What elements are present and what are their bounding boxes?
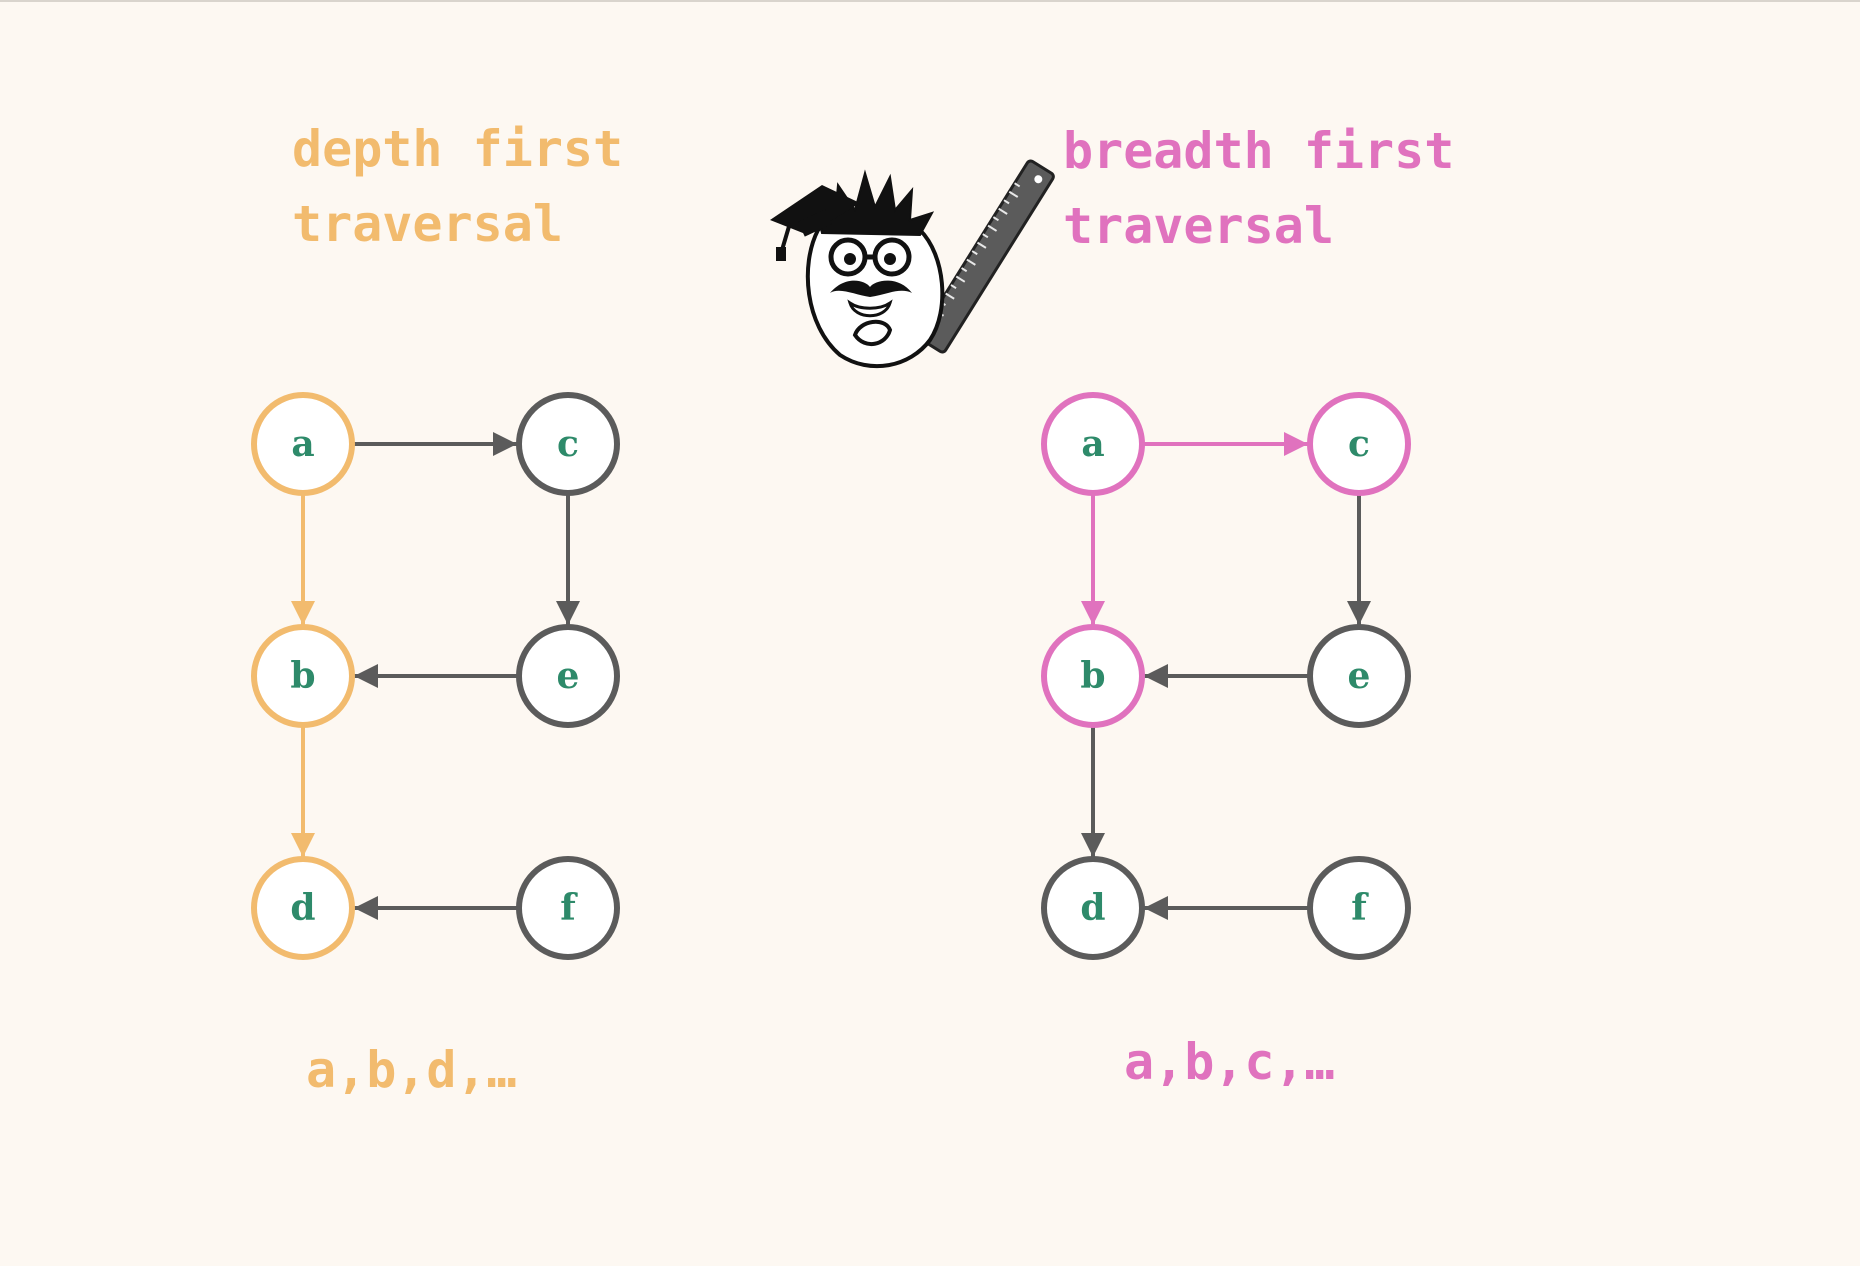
bfs-node-circle-d — [1041, 856, 1145, 960]
bfs-node-a: a — [1041, 392, 1145, 496]
dfs-title-line-2: traversal — [292, 195, 563, 253]
bfs-node-label-d: d — [1080, 887, 1105, 929]
bfs-node-f: f — [1307, 856, 1411, 960]
dfs-node-label-f: f — [560, 887, 578, 929]
bfs-node-circle-c — [1307, 392, 1411, 496]
dfs-node-label-c: c — [557, 423, 579, 465]
bfs-node-e: e — [1307, 624, 1411, 728]
bfs-node-circle-b — [1041, 624, 1145, 728]
bfs-node-label-b: b — [1080, 655, 1105, 697]
dfs-node-a: a — [251, 392, 355, 496]
dfs-node-b: b — [251, 624, 355, 728]
dfs-node-circle-d — [251, 856, 355, 960]
bfs-node-b: b — [1041, 624, 1145, 728]
dfs-node-f: f — [516, 856, 620, 960]
bfs-node-circle-a — [1041, 392, 1145, 496]
duck-head-icon — [805, 169, 945, 369]
dfs-node-circle-a — [251, 392, 355, 496]
dfs-node-circle-c — [516, 392, 620, 496]
dfs-node-label-b: b — [290, 655, 315, 697]
bfs-title: breadth first traversal — [1063, 114, 1454, 264]
bfs-node-label-f: f — [1351, 887, 1369, 929]
dfs-title: depth first traversal — [292, 112, 623, 262]
bfs-node-c: c — [1307, 392, 1411, 496]
ruler-icon — [918, 159, 1055, 354]
bfs-node-label-a: a — [1081, 423, 1104, 465]
dfs-node-d: d — [251, 856, 355, 960]
bfs-order-text: a,b,c,… — [1124, 1033, 1335, 1091]
dfs-node-e: e — [516, 624, 620, 728]
graduation-cap-icon — [770, 185, 860, 261]
bfs-node-label-c: c — [1348, 423, 1370, 465]
dfs-node-label-d: d — [290, 887, 315, 929]
dfs-node-label-a: a — [291, 423, 314, 465]
dfs-order-text: a,b,d,… — [306, 1041, 517, 1099]
bfs-node-label-e: e — [1348, 655, 1371, 697]
dfs-node-c: c — [516, 392, 620, 496]
bfs-node-circle-f — [1307, 856, 1411, 960]
dfs-node-label-e: e — [557, 655, 580, 697]
dfs-node-circle-e — [516, 624, 620, 728]
bfs-node-d: d — [1041, 856, 1145, 960]
dfs-title-line-1: depth first — [292, 120, 624, 178]
bfs-title-line-2: traversal — [1063, 197, 1334, 255]
dfs-node-circle-b — [251, 624, 355, 728]
bfs-title-line-1: breadth first — [1063, 122, 1455, 180]
top-border-line — [0, 0, 1860, 2]
professor-duck-icon — [770, 159, 1055, 369]
dfs-node-circle-f — [516, 856, 620, 960]
bfs-node-circle-e — [1307, 624, 1411, 728]
